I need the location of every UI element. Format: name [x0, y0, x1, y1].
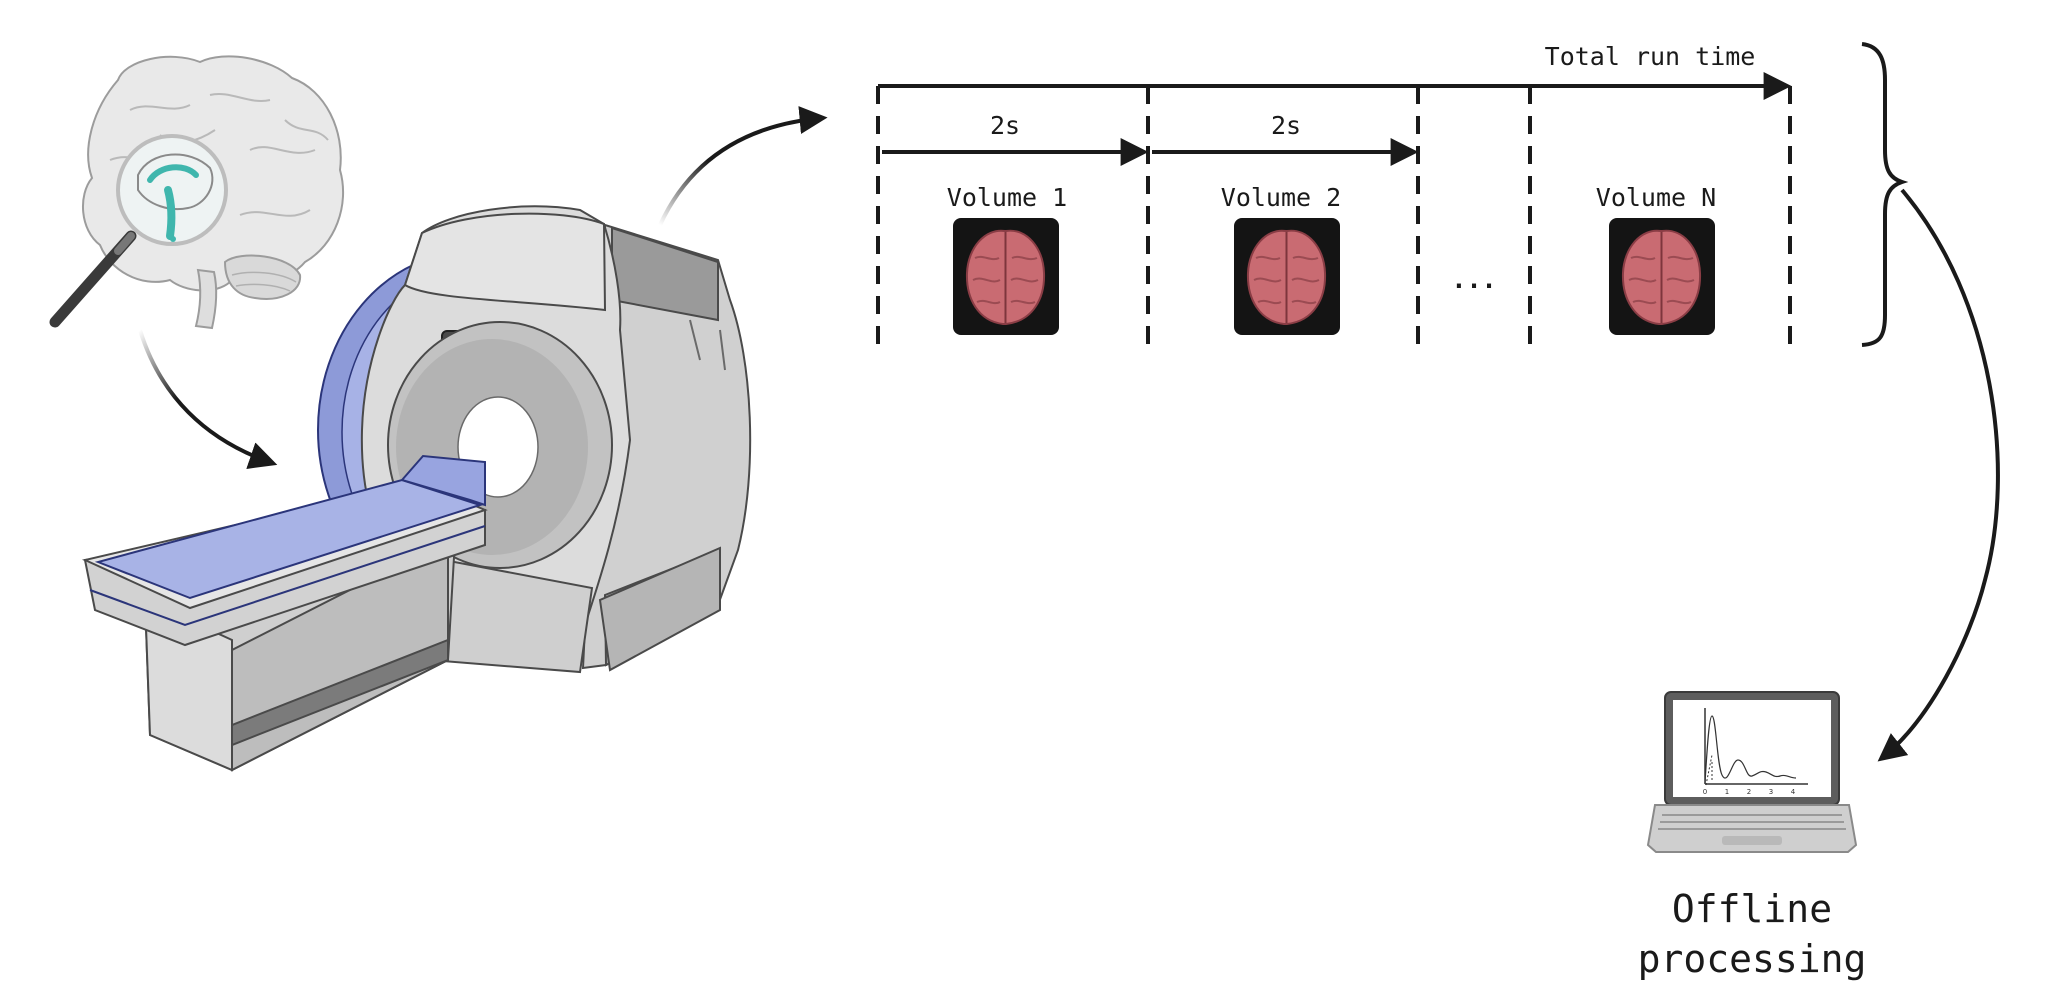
volume-separators	[876, 86, 1792, 345]
laptop-plot-tick: 4	[1791, 788, 1796, 796]
brain-volume-icon	[953, 218, 1059, 335]
offline-processing-label-line2: processing	[1638, 937, 1867, 981]
interval-label-1: 2s	[990, 111, 1020, 140]
volume-label-1: Volume 1	[947, 183, 1067, 212]
laptop-plot-tick: 3	[1769, 788, 1773, 796]
mri-scanner-icon	[81, 205, 752, 772]
brain-volume-icon	[1609, 218, 1715, 335]
scanner-to-timeline-arrow	[658, 106, 828, 226]
volume-label-2: Volume 2	[1221, 183, 1341, 212]
volume-ellipsis: ...	[1451, 265, 1496, 294]
total-run-time-label: Total run time	[1545, 42, 1756, 71]
laptop-plot-tick: 1	[1725, 788, 1729, 796]
volume-label-n: Volume N	[1596, 183, 1716, 212]
brace-to-laptop-arrow	[1877, 188, 2000, 762]
interval-label-2: 2s	[1271, 111, 1301, 140]
laptop-plot-tick: 0	[1703, 788, 1707, 796]
brain-to-scanner-arrow	[138, 329, 278, 469]
magnifier-icon	[49, 134, 228, 328]
timeline: Total run time 2s 2s Volume 1 Volume 2 V…	[876, 42, 1792, 345]
laptop-icon: 0 1 2 3 4	[1646, 691, 1858, 853]
brain-volume-icon	[1234, 218, 1340, 335]
grouping-brace	[1861, 42, 1909, 347]
laptop-plot: 0 1 2 3 4	[1703, 708, 1808, 796]
offline-processing-label-line1: Offline	[1672, 887, 1832, 931]
laptop-plot-tick: 2	[1747, 788, 1751, 796]
